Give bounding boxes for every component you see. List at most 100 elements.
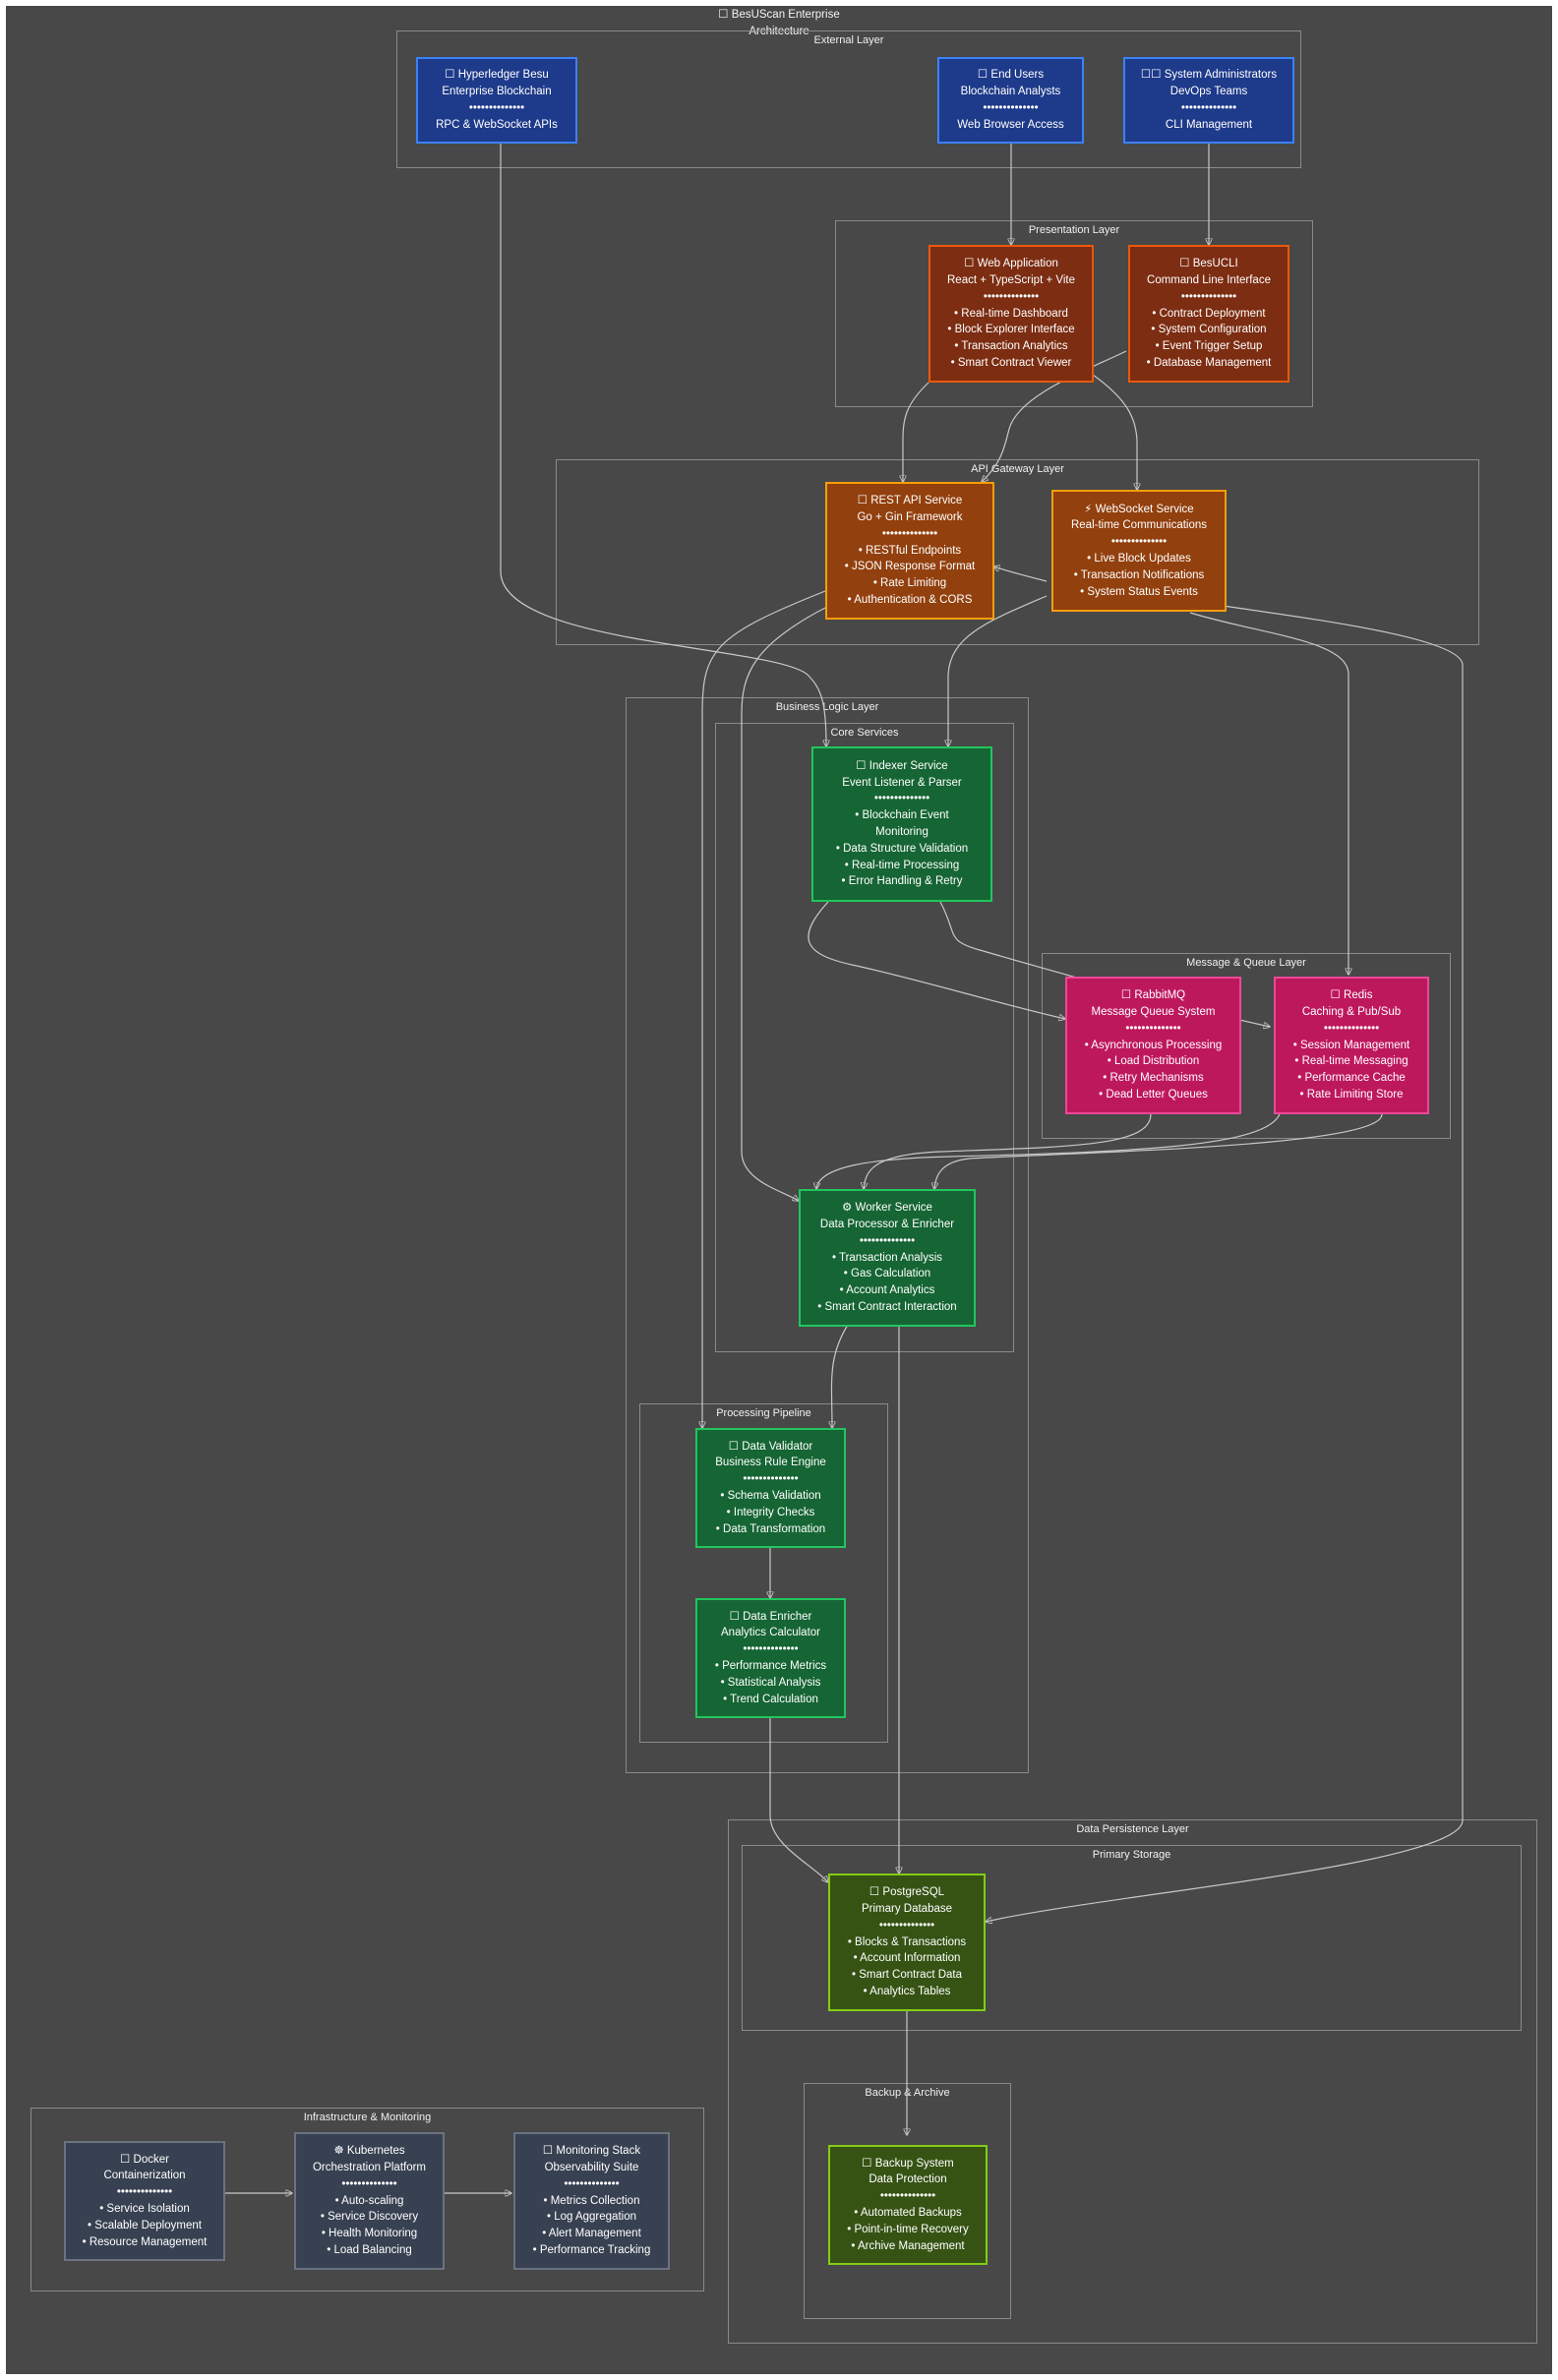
- node-label-line: • System Configuration: [1151, 324, 1267, 336]
- node-label-line: • Rate Limiting: [872, 577, 947, 590]
- group-business-logic-layer: Business Logic Layer: [626, 697, 1029, 1773]
- node-rest-api-service[interactable]: ☐ REST API Service Go + Gin Framework ••…: [825, 482, 994, 620]
- node-label-line: Data Protection: [869, 2173, 947, 2186]
- node-label-line: ☐ Monitoring Stack: [542, 2145, 641, 2158]
- node-kubernetes[interactable]: ☸ Kubernetes Orchestration Platform ••••…: [294, 2132, 445, 2270]
- node-label-line: Primary Database: [861, 1903, 953, 1915]
- node-label-line: • Smart Contract Data: [851, 1969, 963, 1982]
- node-monitoring-stack[interactable]: ☐ Monitoring Stack Observability Suite •…: [513, 2132, 670, 2270]
- node-label-line: ••••••••••••••: [341, 2177, 397, 2190]
- node-label-line: • Data Structure Validation: [835, 842, 969, 855]
- node-label-line: Analytics Calculator: [721, 1627, 820, 1639]
- node-besucli[interactable]: ☐ BesUCLI Command Line Interface •••••••…: [1128, 245, 1289, 383]
- node-label-line: ••••••••••••••: [1110, 536, 1168, 549]
- edge-besu-indexer: [500, 144, 826, 746]
- node-end-users[interactable]: ☐ End Users Blockchain Analysts ••••••••…: [937, 57, 1084, 144]
- node-postgresql[interactable]: ☐ PostgreSQL Primary Database ••••••••••…: [828, 1874, 986, 2011]
- node-label-line: Message Queue System: [1091, 1006, 1216, 1018]
- node-label-line: ☐ Hyperledger Besu: [445, 69, 549, 82]
- node-label-line: ••••••••••••••: [859, 1234, 916, 1247]
- node-indexer-service[interactable]: ☐ Indexer Service Event Listener & Parse…: [811, 746, 992, 902]
- edge-indexer-rabbit: [808, 901, 1065, 1019]
- group-primary-storage: Primary Storage: [742, 1845, 1522, 2031]
- node-label-line: Orchestration Platform: [312, 2162, 427, 2173]
- node-hyperledger-besu[interactable]: ☐ Hyperledger Besu Enterprise Blockchain…: [416, 57, 577, 144]
- edge-ws-postgres: [986, 600, 1464, 1922]
- group-title: Presentation Layer: [1028, 224, 1120, 236]
- node-label-line: • Schema Validation: [720, 1490, 821, 1502]
- group-title: API Gateway Layer: [971, 463, 1064, 475]
- node-label-line: • Transaction Analysis: [831, 1251, 943, 1264]
- node-label-line: ••••••••••••••: [1125, 1022, 1181, 1035]
- node-label-line: • Real-time Dashboard: [954, 307, 1068, 320]
- node-label-line: ☐ Docker: [120, 2153, 169, 2166]
- node-label-line: • Asynchronous Processing: [1084, 1039, 1223, 1051]
- node-label-line: Real-time Communications: [1070, 519, 1208, 532]
- title-line-2: Architecture: [749, 26, 809, 37]
- node-docker[interactable]: ☐ Docker Containerization ••••••••••••••…: [64, 2141, 225, 2261]
- group-title: Primary Storage: [1092, 1849, 1171, 1861]
- group-title: Infrastructure & Monitoring: [303, 2112, 432, 2123]
- group-infrastructure-monitoring: Infrastructure & Monitoring: [30, 2108, 704, 2291]
- node-label-line: • Event Trigger Setup: [1155, 340, 1263, 353]
- node-label-line: Monitoring: [875, 826, 929, 838]
- node-label-line: • Account Information: [853, 1952, 961, 1965]
- node-websocket-service[interactable]: ⚡ WebSocket Service Real-time Communicat…: [1051, 490, 1227, 612]
- node-label-line: • Contract Deployment: [1152, 307, 1266, 320]
- node-label-line: Go + Gin Framework: [857, 511, 963, 523]
- node-label-line: Command Line Interface: [1147, 274, 1271, 286]
- node-label-line: • Automated Backups: [854, 2207, 962, 2219]
- node-label-line: • Authentication & CORS: [847, 593, 973, 606]
- node-label-line: Event Listener & Parser: [842, 776, 962, 789]
- node-label-line: • Gas Calculation: [843, 1268, 931, 1280]
- node-label-line: • Transaction Notifications: [1073, 568, 1205, 581]
- node-data-enricher[interactable]: ☐ Data Enricher Analytics Calculator •••…: [695, 1598, 846, 1718]
- node-label-line: • RESTful Endpoints: [858, 544, 962, 557]
- node-label-line: Blockchain Analysts: [960, 86, 1061, 98]
- node-rabbitmq[interactable]: ☐ RabbitMQ Message Queue System ••••••••…: [1065, 977, 1241, 1114]
- edge-ws-indexer: [948, 595, 1048, 746]
- edge-ws-rest: [993, 566, 1048, 582]
- node-label-line: ☐ Indexer Service: [856, 759, 948, 772]
- node-label-line: • JSON Response Format: [844, 561, 976, 573]
- node-label-line: ☐ REST API Service: [857, 495, 963, 507]
- node-label-line: • System Status Events: [1080, 585, 1198, 598]
- node-worker-service[interactable]: ⚙ Worker Service Data Processor & Enrich…: [799, 1189, 976, 1327]
- node-label-line: • Service Discovery: [320, 2211, 419, 2224]
- node-label-line: • Load Balancing: [327, 2243, 412, 2256]
- node-label-line: ☸ Kubernetes: [333, 2145, 405, 2158]
- node-label-line: • Analytics Tables: [863, 1985, 951, 1997]
- node-redis[interactable]: ☐ Redis Caching & Pub/Sub ••••••••••••••…: [1274, 977, 1429, 1114]
- group-api-gateway-layer: API Gateway Layer: [556, 459, 1479, 645]
- node-backup-system[interactable]: ☐ Backup System Data Protection ••••••••…: [828, 2145, 988, 2265]
- node-label-line: • Blocks & Transactions: [847, 1935, 967, 1948]
- node-label-line: ••••••••••••••: [878, 1919, 935, 1932]
- node-label-line: • Alert Management: [542, 2228, 641, 2240]
- group-title: Message & Queue Layer: [1186, 957, 1306, 969]
- node-label-line: • Smart Contract Interaction: [817, 1300, 957, 1313]
- node-label-line: ☐ Web Application: [964, 258, 1058, 270]
- node-data-validator[interactable]: ☐ Data Validator Business Rule Engine ••…: [695, 1428, 846, 1548]
- node-label-line: Web Browser Access: [957, 118, 1064, 131]
- node-label-line: • Performance Tracking: [532, 2243, 651, 2256]
- edge-worker-validator: [831, 1324, 849, 1428]
- node-label-line: ••••••••••••••: [983, 102, 1039, 114]
- group-processing-pipeline: Processing Pipeline: [639, 1403, 888, 1743]
- node-system-administrators[interactable]: ☐☐ System Administrators DevOps Teams ••…: [1123, 57, 1294, 144]
- diagram-canvas: ☐ BesUScan Enterprise Architecture Exter…: [6, 6, 1552, 2374]
- node-label-line: ••••••••••••••: [881, 527, 938, 540]
- node-label-line: • Error Handling & Retry: [841, 875, 963, 888]
- node-label-line: • Log Aggregation: [547, 2211, 636, 2224]
- node-label-line: • Blockchain Event: [855, 809, 949, 822]
- node-label-line: • Health Monitoring: [321, 2228, 418, 2240]
- node-label-line: • Real-time Messaging: [1294, 1055, 1408, 1068]
- node-label-line: ⚙ Worker Service: [842, 1202, 932, 1215]
- node-web-application[interactable]: ☐ Web Application React + TypeScript + V…: [929, 245, 1094, 383]
- node-label-line: ⚡ WebSocket Service: [1084, 503, 1194, 515]
- node-label-line: • Block Explorer Interface: [947, 324, 1075, 336]
- node-label-line: • Data Transformation: [715, 1522, 826, 1535]
- group-title: Processing Pipeline: [716, 1407, 811, 1419]
- node-label-line: Business Rule Engine: [715, 1457, 826, 1469]
- node-label-line: Containerization: [103, 2170, 186, 2182]
- node-label-line: Data Processor & Enricher: [819, 1219, 955, 1230]
